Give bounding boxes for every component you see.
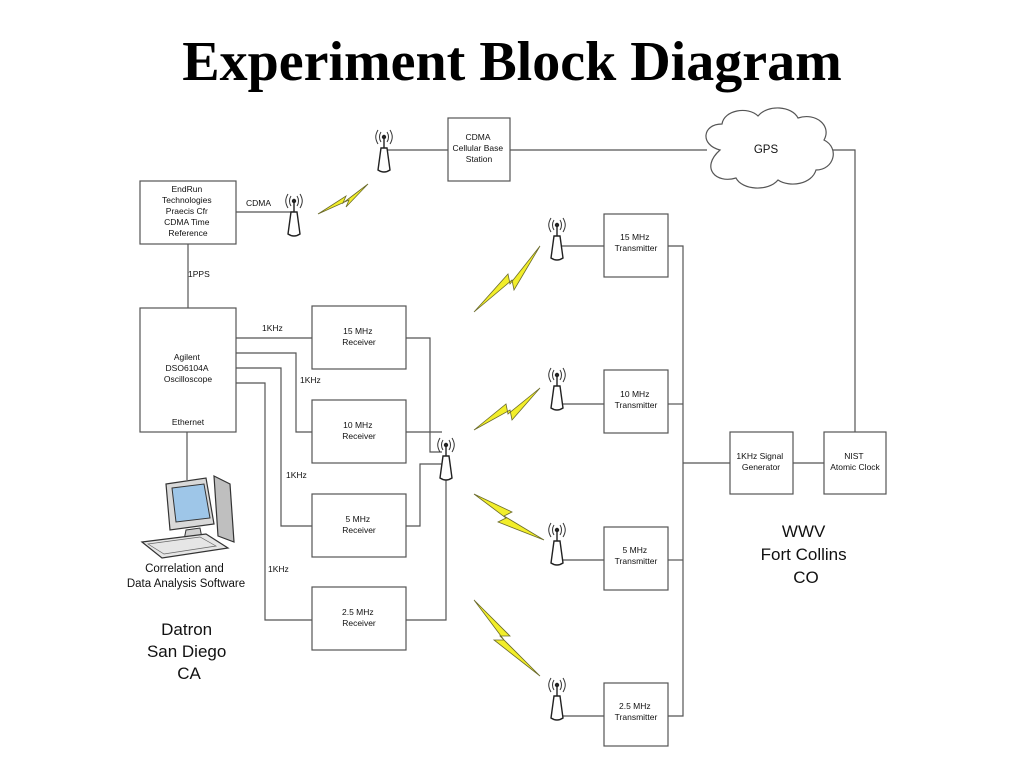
- tx25-line-1: 2.5 MHz: [619, 701, 651, 711]
- cdma-base-line-1: CDMA: [466, 132, 491, 142]
- receiver-10mhz-box: 10 MHz Receiver: [311, 399, 407, 464]
- slide-title: Experiment Block Diagram: [182, 31, 842, 93]
- san-diego-line-2: San Diego: [147, 642, 226, 661]
- svg-text:Agilent DSO6104A O: Agilent DSO6104A Oscilloscope: [164, 352, 212, 384]
- rx5-line-2: Receiver: [342, 525, 376, 535]
- svg-text:NIST Atomic Clock: NIST Atomic Clock: [830, 451, 880, 472]
- agilent-line-3: Oscilloscope: [164, 374, 212, 384]
- svg-text:5 MHz Receiver: 5 MHz Receiver: [342, 514, 376, 535]
- receiver-5mhz-box: 5 MHz Receiver: [311, 493, 407, 558]
- nist-line-2: Atomic Clock: [830, 462, 880, 472]
- pps-label: 1PPS: [188, 269, 210, 279]
- rx15-line-2: Receiver: [342, 337, 376, 347]
- tx15-antenna-icon: [548, 217, 566, 261]
- cdma-lightning-icon: [317, 183, 369, 215]
- gps-label: GPS: [754, 144, 779, 156]
- rx15-line-1: 15 MHz: [343, 326, 372, 336]
- connection-lines: [186, 149, 856, 717]
- agilent-oscilloscope-box: Agilent DSO6104A Oscilloscope Ethernet: [139, 307, 237, 433]
- tx15-line-2: Transmitter: [615, 243, 658, 253]
- nist-line-1: NIST: [844, 451, 863, 461]
- tx25-lightning-icon: [473, 599, 541, 677]
- san-diego-line-3: CA: [177, 664, 201, 683]
- fort-collins-line-1: WWV: [782, 522, 826, 541]
- khz-label-2: 1KHz: [300, 375, 321, 385]
- tx25-line-2: Transmitter: [615, 712, 658, 722]
- tx5-line-1: 5 MHz: [623, 545, 648, 555]
- cdma-link-label: CDMA: [246, 198, 271, 208]
- software-label: Correlation and Data Analysis Software: [127, 563, 245, 590]
- rx25-line-1: 2.5 MHz: [342, 607, 374, 617]
- rx25-line-2: Receiver: [342, 618, 376, 628]
- transmitter-10mhz-box: 10 MHz Transmitter: [603, 369, 669, 434]
- endrun-line-1: EndRun: [171, 184, 202, 194]
- svg-text:10 MHz Transmitter: 10 MHz Transmitter: [615, 389, 658, 410]
- transmitter-5mhz-box: 5 MHz Transmitter: [603, 526, 669, 591]
- endrun-line-2: Technologies: [162, 195, 212, 205]
- fort-collins-line-2: Fort Collins: [761, 545, 847, 564]
- tx10-line-2: Transmitter: [615, 400, 658, 410]
- svg-text:1KHz Signal Generator: 1KHz Signal Generator: [736, 451, 785, 472]
- tx10-antenna-icon: [548, 367, 566, 411]
- cdma-tower-antenna-icon: [375, 129, 393, 173]
- agilent-line-2: DSO6104A: [166, 363, 209, 373]
- svg-text:15 MHz Transmitter: 15 MHz Transmitter: [615, 232, 658, 253]
- tx10-lightning-icon: [473, 387, 541, 431]
- tx15-lightning-icon: [473, 245, 541, 313]
- receiver-2-5mhz-box: 2.5 MHz Receiver: [311, 586, 407, 651]
- transmitter-15mhz-box: 15 MHz Transmitter: [603, 213, 669, 278]
- san-diego-line-1: Datron: [161, 620, 212, 639]
- ethernet-port-label: Ethernet: [172, 417, 205, 427]
- signal-generator-box: 1KHz Signal Generator: [729, 431, 794, 495]
- cdma-base-station-box: CDMA Cellular Base Station: [447, 117, 511, 182]
- san-diego-site-label: Datron San Diego CA: [147, 620, 231, 683]
- svg-text:10 MHz Receiver: 10 MHz Receiver: [342, 420, 376, 441]
- siggen-line-2: Generator: [742, 462, 780, 472]
- endrun-line-4: CDMA Time: [164, 217, 210, 227]
- fort-collins-site-label: WWV Fort Collins CO: [761, 522, 852, 587]
- khz-label-3: 1KHz: [286, 470, 307, 480]
- computer-workstation-icon: [141, 475, 235, 559]
- agilent-line-1: Agilent: [174, 352, 201, 362]
- rx10-line-1: 10 MHz: [343, 420, 372, 430]
- siggen-line-1: 1KHz Signal: [736, 451, 783, 461]
- svg-text:2.5 MHz Receiver: 2.5 MHz Receiver: [342, 607, 376, 628]
- rx10-line-2: Receiver: [342, 431, 376, 441]
- svg-text:EndRun Technologies: EndRun Technologies Praecis Cfr CDMA Tim…: [162, 184, 214, 238]
- tx15-line-1: 15 MHz: [620, 232, 649, 242]
- khz-label-4: 1KHz: [268, 564, 289, 574]
- svg-text:5 MHz Transmitter: 5 MHz Transmitter: [615, 545, 658, 566]
- tx5-line-2: Transmitter: [615, 556, 658, 566]
- khz-label-1: 1KHz: [262, 323, 283, 333]
- receiver-15mhz-box: 15 MHz Receiver: [311, 305, 407, 370]
- tx10-line-1: 10 MHz: [620, 389, 649, 399]
- transmitter-2-5mhz-box: 2.5 MHz Transmitter: [603, 682, 669, 747]
- endrun-box: EndRun Technologies Praecis Cfr CDMA Tim…: [139, 180, 237, 245]
- svg-text:2.5 MHz Transmitter: 2.5 MHz Transmitter: [615, 701, 658, 722]
- rx5-line-1: 5 MHz: [346, 514, 371, 524]
- receive-antenna-icon: [437, 437, 455, 481]
- cdma-handset-antenna-icon: [285, 193, 303, 237]
- endrun-line-3: Praecis Cfr: [166, 206, 208, 216]
- fort-collins-line-3: CO: [793, 568, 819, 587]
- software-line-2: Data Analysis Software: [127, 578, 245, 590]
- cdma-base-line-3: Station: [466, 154, 493, 164]
- gps-cloud: GPS: [705, 107, 834, 189]
- nist-atomic-clock-box: NIST Atomic Clock: [823, 431, 887, 495]
- cdma-base-line-2: Cellular Base: [453, 143, 504, 153]
- svg-text:15 MHz Receiver: 15 MHz Receiver: [342, 326, 376, 347]
- svg-text:CDMA Cellular Base: CDMA Cellular Base Station: [453, 132, 506, 164]
- tx5-antenna-icon: [548, 522, 566, 566]
- software-line-1: Correlation and: [145, 563, 224, 575]
- tx5-lightning-icon: [473, 493, 545, 541]
- endrun-line-5: Reference: [168, 228, 207, 238]
- tx25-antenna-icon: [548, 677, 566, 721]
